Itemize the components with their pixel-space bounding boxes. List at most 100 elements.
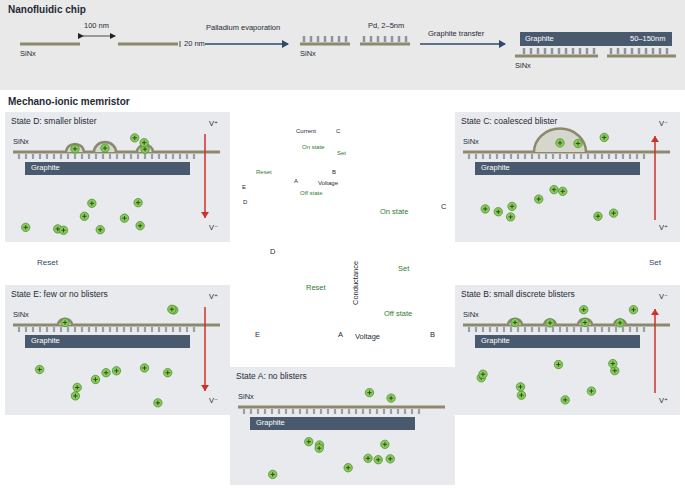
pd-column [517, 327, 519, 332]
ion [140, 364, 148, 372]
ion-sign [75, 385, 79, 389]
ion-sign [576, 141, 580, 145]
pd-column [130, 154, 132, 159]
ion-sign [138, 224, 142, 228]
material: Graphite [481, 164, 510, 172]
pd-column [46, 327, 48, 332]
pd-column [552, 154, 554, 159]
process-step: Palladium evaporation [206, 24, 280, 32]
pd-column [383, 409, 385, 414]
pd-column [186, 154, 188, 159]
pd-column [362, 409, 364, 414]
pd-column [594, 327, 596, 332]
ion [516, 383, 524, 391]
pd-column [165, 154, 167, 159]
state-label: Off state [300, 190, 323, 197]
state-panel: State D: smaller blisterSiNxGraphiteV⁺V⁻ [5, 112, 230, 242]
pd-column [390, 409, 392, 414]
blister [94, 142, 116, 152]
point-label: E [255, 331, 260, 339]
ion-sign [156, 401, 160, 405]
pd-column [32, 154, 34, 159]
voltage-head [651, 136, 659, 142]
pd-column [489, 327, 491, 332]
material: Graphite [256, 419, 285, 427]
ion-sign [73, 147, 77, 151]
pd-column [102, 154, 104, 159]
ion [73, 383, 81, 391]
pd-column [566, 154, 568, 159]
ion [609, 209, 617, 217]
pd-column [278, 409, 280, 414]
ion [102, 369, 110, 377]
pd-column [95, 154, 97, 159]
ion [374, 456, 382, 464]
graphite-bar [250, 417, 415, 430]
pd-column [503, 327, 505, 332]
state-label: Off state [384, 310, 412, 318]
pd-column [264, 409, 266, 414]
pd-column [538, 154, 540, 159]
point-label: E [242, 184, 246, 191]
pd-column [67, 154, 69, 159]
ion [506, 213, 514, 221]
ion [629, 306, 637, 314]
state-panel: State C: coalesced blisterSiNxGraphiteV⁻… [455, 112, 680, 242]
axis-label: Current [296, 128, 316, 135]
axis-label: Conductance [352, 261, 360, 305]
process-arrow [205, 43, 288, 45]
pd-column [95, 327, 97, 332]
ion [481, 205, 489, 213]
state-panel: State E: few or no blistersSiNxGraphiteV… [5, 285, 230, 415]
arrow-label: Set [337, 150, 346, 157]
pd-column [306, 409, 308, 414]
pd-column [376, 409, 378, 414]
ion-sign [133, 136, 137, 140]
voltage-sign: V⁻ [209, 224, 218, 232]
ion [35, 365, 43, 373]
pd-column [587, 154, 589, 159]
ion-sign [63, 320, 67, 324]
pd-column [594, 154, 596, 159]
pd-column [130, 327, 132, 332]
ion [120, 214, 128, 222]
ion [131, 134, 139, 142]
pd-column [622, 154, 624, 159]
section-band: Nanofluidic chip [0, 0, 685, 90]
pd-column [179, 327, 181, 332]
point-label: C [336, 128, 340, 135]
graphite-stack [515, 32, 676, 56]
ion-sign [508, 215, 512, 219]
ion-sign [513, 320, 517, 324]
ion-sign [166, 370, 170, 374]
panel-illustration [5, 112, 230, 242]
material: Graphite [525, 35, 554, 43]
ion-sign [596, 214, 600, 218]
ion [386, 455, 394, 463]
ion [344, 464, 352, 472]
voltage-head [201, 385, 209, 391]
state-label: On state [302, 144, 325, 151]
pd-column [545, 327, 547, 332]
ion [494, 208, 502, 216]
ion-sign [367, 390, 371, 394]
arrow-label: Reset [306, 284, 326, 292]
ion-sign [611, 361, 615, 365]
ion-sign [552, 187, 556, 191]
pd-column [109, 327, 111, 332]
pd-column [643, 154, 645, 159]
sinx-line [13, 324, 220, 327]
ion [71, 145, 79, 153]
voltage-sign: V⁺ [659, 397, 668, 405]
ion-sign [104, 371, 108, 375]
pd-column [81, 154, 83, 159]
voltage-sign: V⁻ [659, 293, 668, 301]
dimension: 20 nm [184, 40, 205, 48]
axis-label: Voltage [355, 333, 380, 341]
pd-column [622, 327, 624, 332]
ion-sign [90, 201, 94, 205]
voltage-sign: V⁺ [659, 224, 668, 232]
point-label: D [270, 248, 275, 256]
pd-column [608, 327, 610, 332]
